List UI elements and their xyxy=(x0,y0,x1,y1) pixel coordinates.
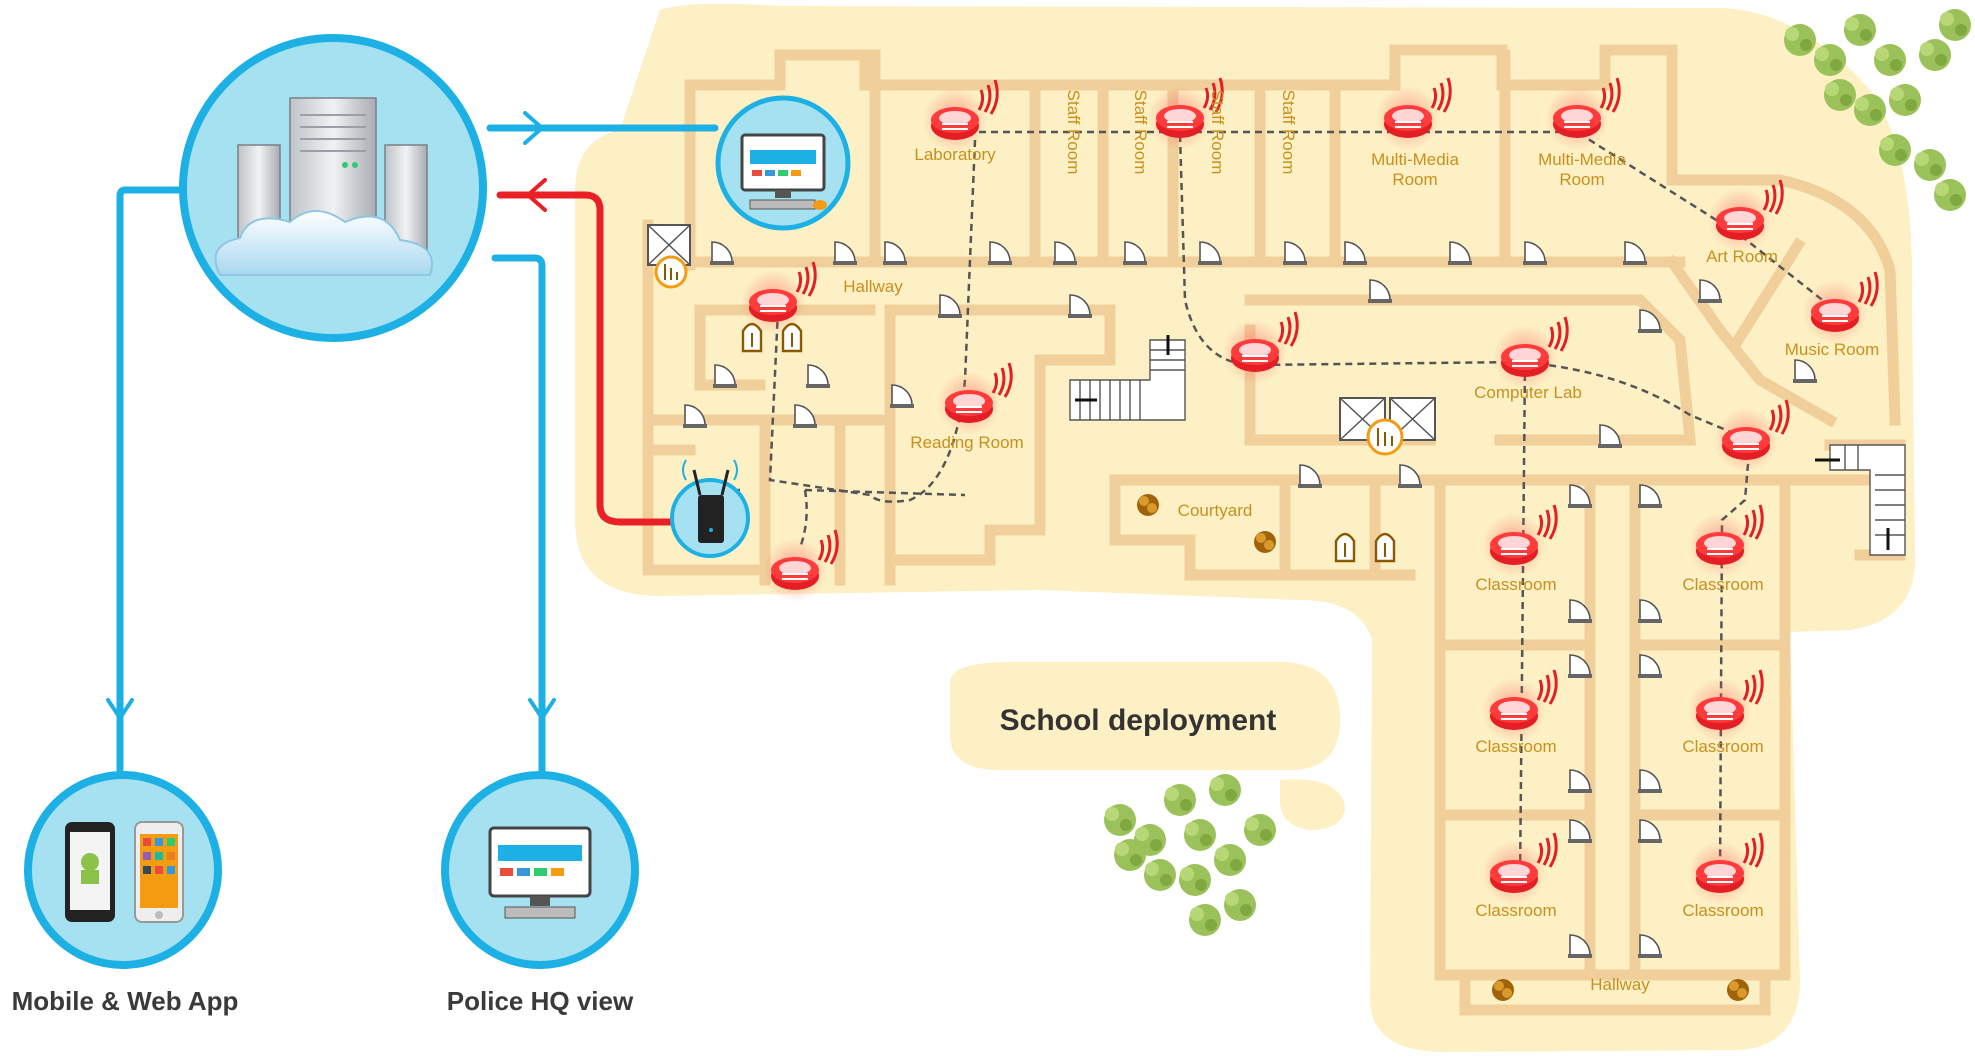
police-hq-label: Police HQ view xyxy=(447,986,634,1016)
label-reading-room: Reading Room xyxy=(910,433,1023,452)
label-staff-room-4: Staff Room xyxy=(1279,90,1298,175)
stairs-east xyxy=(1815,444,1906,556)
connections xyxy=(106,111,719,784)
label-art-room: Art Room xyxy=(1706,247,1778,266)
police-hq-node xyxy=(441,771,639,969)
label-staff-room-2: Staff Room xyxy=(1131,90,1150,175)
label-multimedia-1-line2: Room xyxy=(1392,170,1437,189)
label-classroom-4: Classroom xyxy=(1682,737,1763,756)
label-computer-lab: Computer Lab xyxy=(1474,383,1582,402)
gateway-node xyxy=(670,459,750,558)
gateway-to-cloud-link xyxy=(496,191,681,526)
label-music-room: Music Room xyxy=(1785,340,1879,359)
mobile-app-node xyxy=(24,771,222,969)
label-laboratory: Laboratory xyxy=(914,145,996,164)
label-courtyard: Courtyard xyxy=(1178,501,1253,520)
label-classroom-1: Classroom xyxy=(1475,575,1556,594)
label-classroom-5: Classroom xyxy=(1475,901,1556,920)
label-multimedia-2-line2: Room xyxy=(1559,170,1604,189)
label-multimedia-2-line1: Multi-Media xyxy=(1538,150,1626,169)
label-hallway-south: Hallway xyxy=(1590,975,1650,994)
trees-bottom xyxy=(1104,774,1276,936)
mobile-app-label: Mobile & Web App xyxy=(12,986,239,1016)
label-staff-room-1: Staff Room xyxy=(1064,90,1083,175)
monitor-icon xyxy=(488,826,592,898)
label-multimedia-1-line1: Multi-Media xyxy=(1371,150,1459,169)
label-classroom-3: Classroom xyxy=(1475,737,1556,756)
label-staff-room-3: Staff Room xyxy=(1208,90,1227,175)
lift-west xyxy=(647,224,691,289)
lift-central xyxy=(1339,397,1436,456)
room-labels: Laboratory Staff Room Staff Room Staff R… xyxy=(843,90,1879,994)
cloud-to-mobile-link xyxy=(116,186,184,784)
cloud-to-police-link xyxy=(491,254,546,784)
stairs-center xyxy=(1069,335,1186,421)
label-classroom-6: Classroom xyxy=(1682,901,1763,920)
label-classroom-2: Classroom xyxy=(1682,575,1763,594)
cloud-server-node xyxy=(179,34,487,342)
label-hallway-north: Hallway xyxy=(843,277,903,296)
diagram-title: School deployment xyxy=(1000,704,1277,737)
router-icon xyxy=(698,495,724,543)
cloud-icon xyxy=(214,210,433,276)
terminal-node xyxy=(715,95,851,231)
